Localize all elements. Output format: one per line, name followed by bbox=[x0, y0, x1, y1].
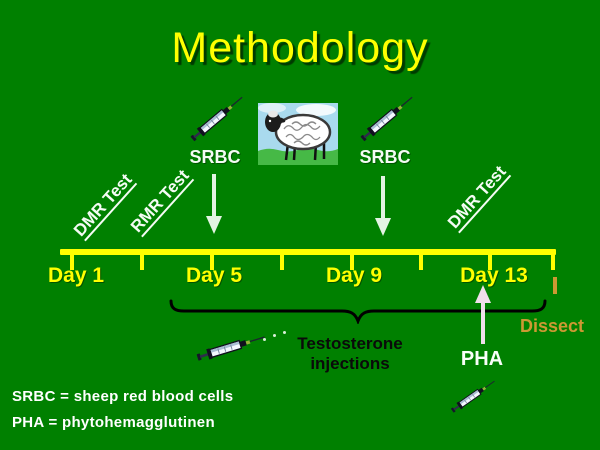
timeline-tick bbox=[210, 255, 214, 270]
testosterone-line1: Testosterone bbox=[297, 334, 403, 353]
timeline-tick bbox=[140, 255, 144, 270]
spray-dot bbox=[273, 334, 276, 337]
timeline-tick bbox=[551, 255, 555, 270]
down-arrow-icon bbox=[206, 174, 222, 234]
dissect-tick bbox=[553, 277, 557, 294]
dissect-label: Dissect bbox=[519, 316, 585, 336]
syringe-icon bbox=[195, 331, 267, 364]
pha-label: PHA bbox=[460, 348, 504, 370]
curly-brace-icon bbox=[169, 299, 547, 324]
timeline-bar bbox=[60, 249, 556, 255]
syringe-icon bbox=[449, 377, 498, 415]
syringe-icon bbox=[188, 92, 246, 144]
srbc-label: SRBC bbox=[189, 147, 241, 167]
day-label: Day 1 bbox=[47, 264, 105, 287]
spray-dot bbox=[283, 331, 286, 334]
down-arrow-icon bbox=[375, 176, 391, 236]
timeline-tick bbox=[280, 255, 284, 270]
slide-title: Methodology bbox=[171, 24, 429, 72]
day-label: Day 9 bbox=[325, 264, 383, 287]
spray-dot bbox=[263, 338, 266, 341]
up-arrow-icon bbox=[475, 285, 491, 344]
syringe-icon bbox=[358, 92, 416, 144]
timeline-tick bbox=[70, 255, 74, 270]
timeline-tick bbox=[419, 255, 423, 270]
timeline-tick bbox=[488, 255, 492, 270]
legend-pha: PHA = phytohemagglutinen bbox=[12, 414, 215, 431]
legend-srbc: SRBC = sheep red blood cells bbox=[12, 388, 234, 405]
testosterone-label: Testosterone injections bbox=[268, 334, 432, 374]
day-label: Day 5 bbox=[185, 264, 243, 287]
srbc-label: SRBC bbox=[359, 147, 411, 167]
day-label: Day 13 bbox=[460, 264, 528, 287]
testosterone-line2: injections bbox=[310, 354, 390, 373]
sheep-image bbox=[258, 103, 338, 165]
timeline-tick bbox=[350, 255, 354, 270]
test-label-dmr-2: DMR Test bbox=[444, 161, 510, 233]
